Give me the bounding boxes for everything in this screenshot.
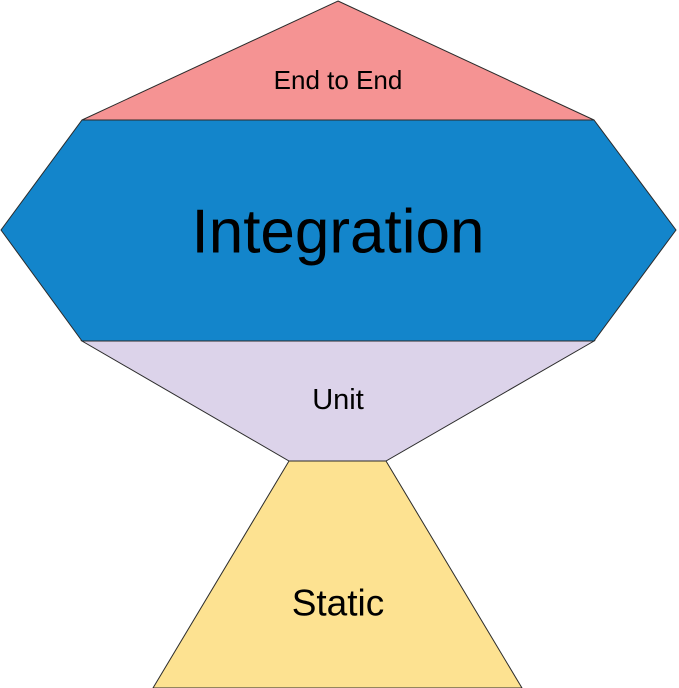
static-shape [152, 460, 523, 688]
static-layer: Static [152, 460, 523, 688]
end-to-end-shape [81, 0, 595, 121]
unit-label: Unit [312, 384, 364, 416]
end-to-end-layer: End to End [81, 0, 595, 121]
end-to-end-label: End to End [274, 65, 403, 95]
integration-layer: Integration [0, 119, 677, 342]
static-label: Static [292, 583, 385, 624]
integration-label: Integration [192, 198, 485, 267]
unit-layer: Unit [80, 340, 596, 462]
